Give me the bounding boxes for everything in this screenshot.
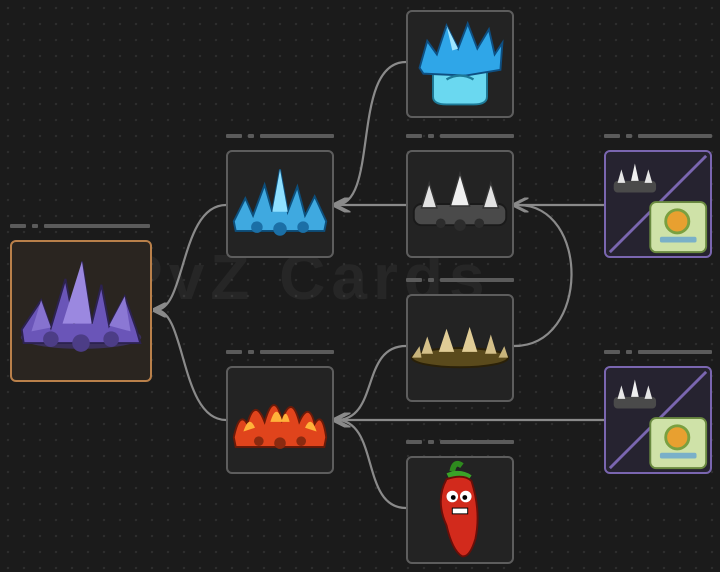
node-spikeweed[interactable]: [406, 294, 514, 402]
node-combo-bottom[interactable]: [604, 366, 712, 474]
iron-spike-crown-icon: [412, 170, 508, 231]
ice-crystal-crown-icon: [232, 169, 328, 236]
connector-spikeweed-to-iron: [513, 203, 573, 348]
label-placeholder-ice: [226, 134, 334, 138]
fire-crown-icon: [232, 404, 328, 449]
spikeweed-icon: [410, 326, 510, 369]
iceberg-lettuce-icon: [418, 20, 504, 106]
connector-iceberg-to-ice: [336, 60, 407, 205]
node-iron-spike-crown[interactable]: [406, 150, 514, 258]
node-jalapeno[interactable]: [406, 456, 514, 564]
label-placeholder-combo-bottom: [604, 350, 712, 354]
connector-jalapeno-to-fire: [336, 420, 407, 510]
label-placeholder-jalapeno: [406, 440, 514, 444]
connector-fire-to-amethyst: [156, 310, 227, 422]
node-ice-crown[interactable]: [226, 150, 334, 258]
label-placeholder-fire: [226, 350, 334, 354]
label-placeholder-amethyst: [10, 224, 150, 228]
connector-spikeweed-to-fire: [336, 344, 407, 420]
spike-crown-plus-card-icon: [608, 154, 708, 254]
label-placeholder-iron: [406, 134, 514, 138]
connector-ice-to-amethyst: [156, 203, 227, 310]
label-placeholder-spikeweed: [406, 278, 514, 282]
node-iceberg-lettuce[interactable]: [406, 10, 514, 118]
node-amethyst-crown[interactable]: [10, 240, 152, 382]
spike-crown-plus-card-icon: [608, 370, 708, 470]
amethyst-crystal-crown-icon: [20, 261, 142, 352]
label-placeholder-combo-top: [604, 134, 712, 138]
node-fire-crown[interactable]: [226, 366, 334, 474]
jalapeno-icon: [439, 460, 479, 558]
node-combo-top[interactable]: [604, 150, 712, 258]
